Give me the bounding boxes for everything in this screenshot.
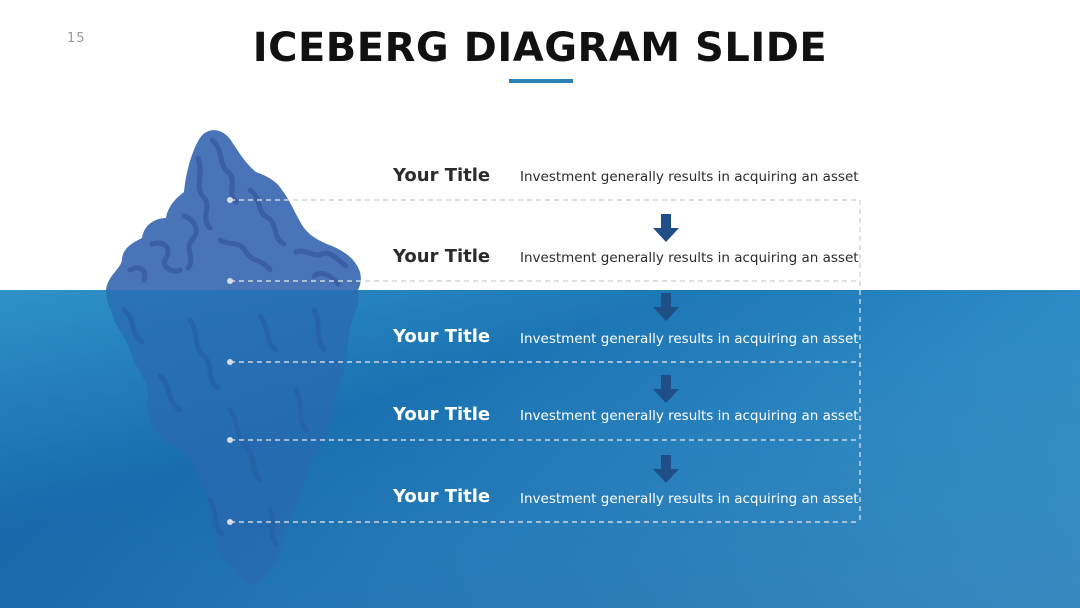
title-underline	[509, 79, 573, 83]
down-arrow-icon	[653, 293, 679, 321]
page-number: 15	[67, 31, 86, 46]
iceberg-bottom-shape	[106, 290, 359, 585]
row-3-description: Investment generally results in acquirin…	[520, 331, 859, 347]
row-2-description: Investment generally results in acquirin…	[520, 250, 859, 266]
row-2-title: Your Title	[393, 246, 491, 267]
line-dot	[227, 519, 233, 525]
line-dot	[227, 359, 233, 365]
row-3-title: Your Title	[393, 326, 491, 347]
row-1-title: Your Title	[393, 165, 491, 186]
down-arrow-icon	[653, 214, 679, 242]
iceberg-illustration	[106, 130, 361, 585]
down-arrow-icon	[653, 455, 679, 483]
row-4-description: Investment generally results in acquirin…	[520, 408, 859, 424]
iceberg-bottom-texture	[121, 307, 327, 547]
down-arrow-icon	[653, 375, 679, 403]
line-dot	[227, 197, 233, 203]
iceberg-top-texture	[127, 137, 349, 287]
line-dot	[227, 437, 233, 443]
page-title: ICEBERG DIAGRAM SLIDE	[252, 25, 828, 71]
line-dot	[227, 278, 233, 284]
row-4-title: Your Title	[393, 404, 491, 425]
row-5-title: Your Title	[393, 486, 491, 507]
row-5-description: Investment generally results in acquirin…	[520, 491, 859, 507]
row-1-description: Investment generally results in acquirin…	[520, 169, 859, 185]
